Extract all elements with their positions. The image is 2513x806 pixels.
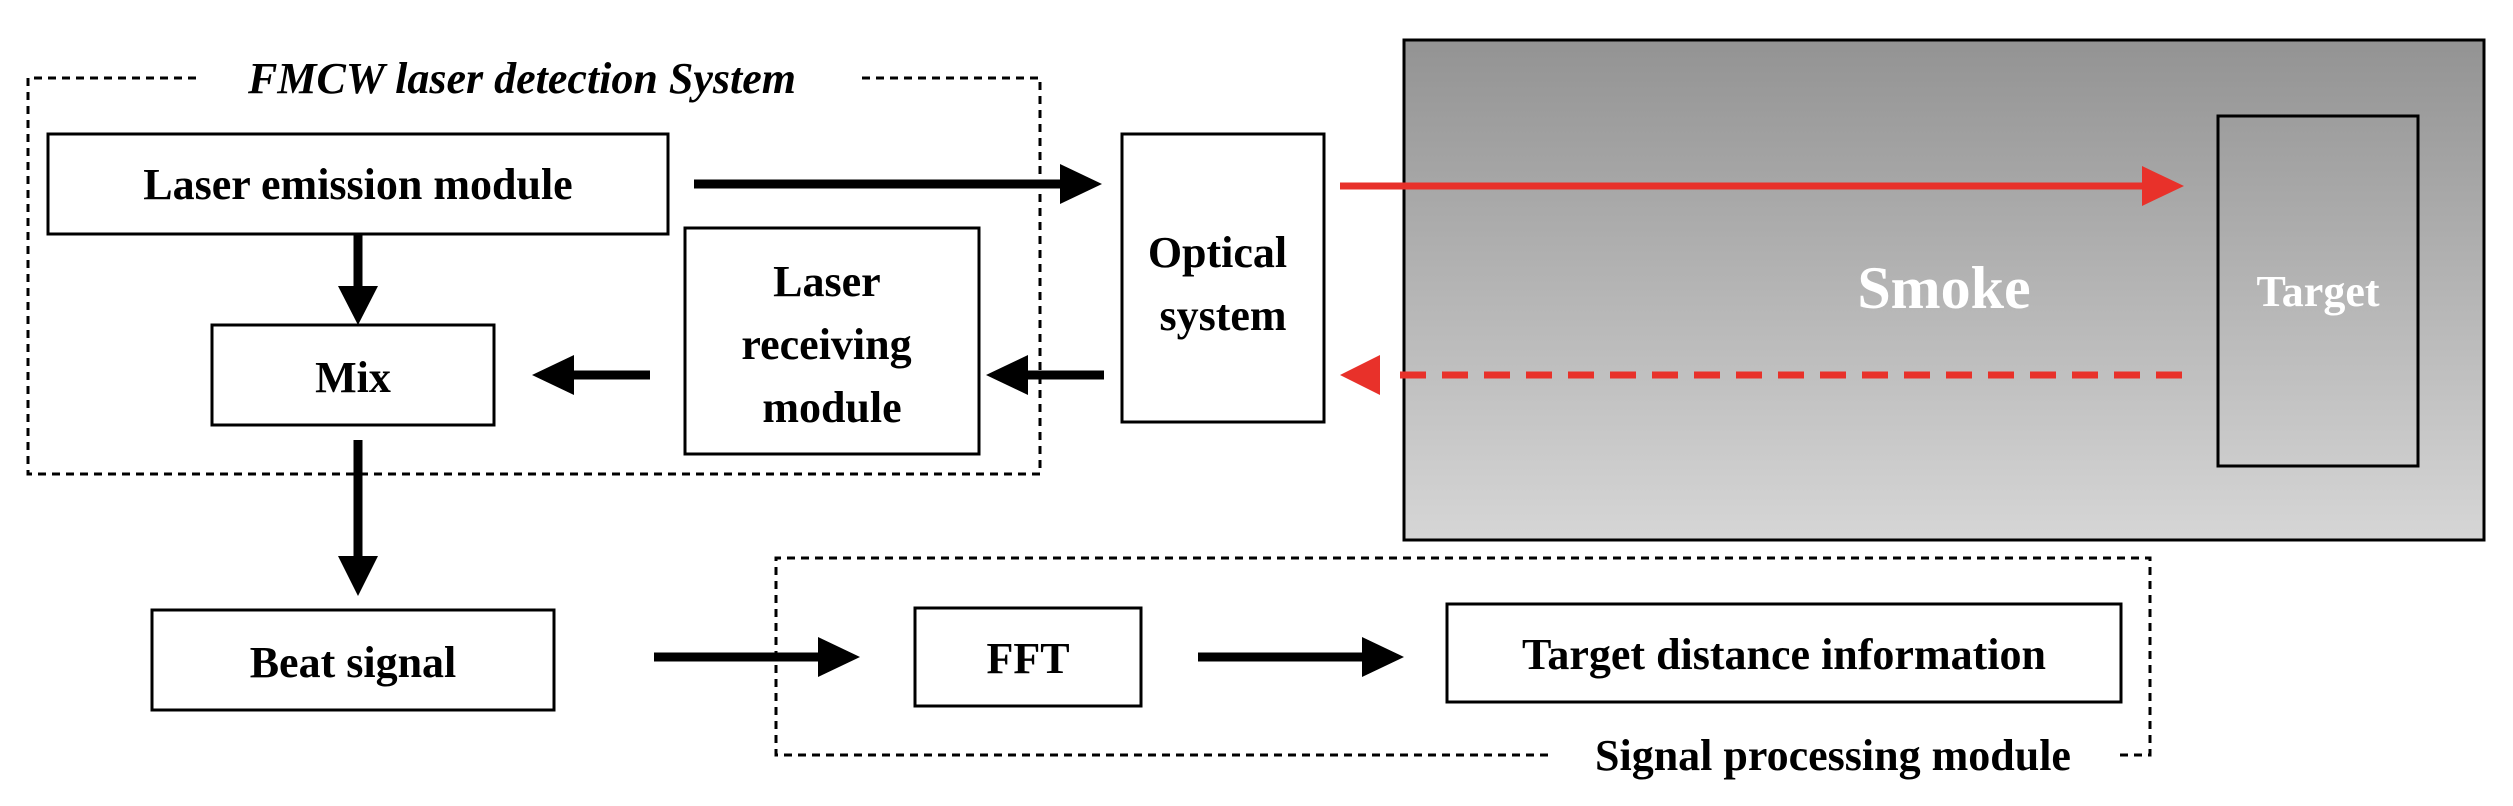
arrow-optical-to-receiving [986,355,1104,395]
optical-system-block [1120,132,1326,424]
signal-processing-title: Signal processing module [1595,731,2071,780]
detection-system-title: FMCW laser detection System [247,54,796,103]
target-label: Target [2256,267,2379,316]
laser-receiving-line-2: receiving [741,320,911,369]
optical-system-line-1: Optical [1148,228,1287,277]
arrow-emission-to-mix [338,234,378,325]
arrow-mix-to-beat [338,440,378,596]
fft-label: FFT [986,634,1069,683]
fft-block [913,606,1143,708]
smoke-region [1402,38,2486,542]
signal-processing-group [774,556,2152,757]
laser-receiving-block [683,226,981,456]
laser-receiving-line-3: module [762,383,901,432]
arrow-emission-to-optical [694,164,1102,204]
laser-receiving-line-1: Laser [773,257,880,306]
mix-block [210,323,496,427]
detection-system-group [26,76,1042,476]
laser-return-beam [1340,355,2182,395]
beat-signal-label: Beat signal [250,638,457,687]
arrow-beat-to-fft [654,637,860,677]
laser-receiving-label: Laser receiving module [741,257,922,432]
arrow-fft-to-distance [1198,637,1404,677]
laser-emission-label: Laser emission module [143,160,572,209]
laser-outgoing-beam [1340,166,2184,206]
target-box [2216,114,2420,468]
beat-signal-block [150,608,556,712]
target-distance-label: Target distance information [1522,630,2046,679]
smoke-label: Smoke [1857,255,2030,321]
mix-label: Mix [315,353,391,402]
optical-system-line-2: system [1159,291,1286,340]
arrow-receiving-to-mix [532,355,650,395]
optical-system-label: Optical system [1148,228,1298,340]
target-distance-block [1445,602,2123,704]
